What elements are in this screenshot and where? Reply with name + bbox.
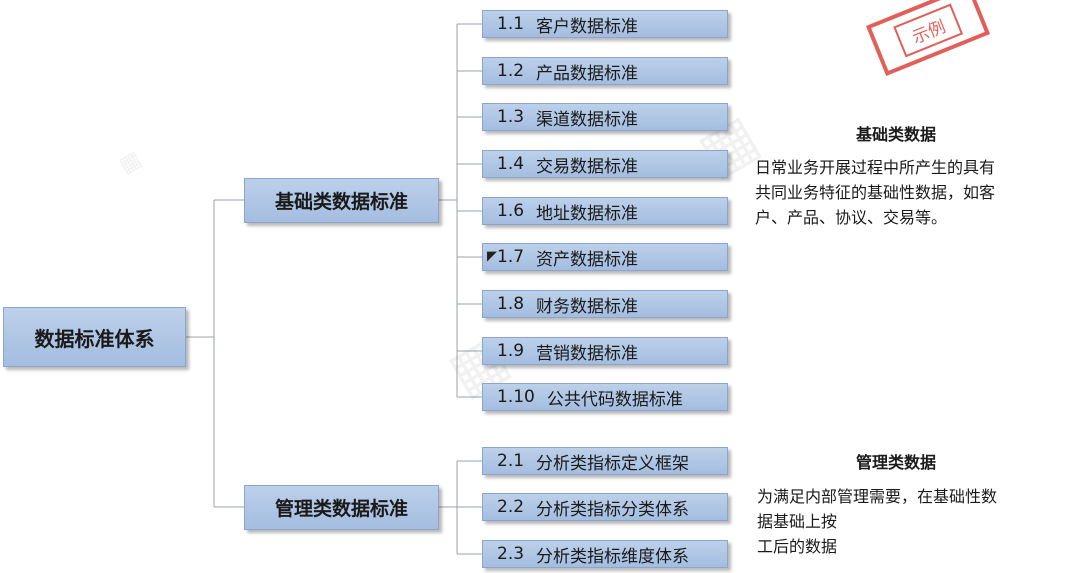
leaf-text: 分析类指标分类体系 [536,499,690,520]
root-node: 数据标准体系 [3,307,186,367]
leaf-text: 资产数据标准 [536,249,639,270]
branch-label: 基础类数据标准 [274,191,408,213]
leaf-text: 客户数据标准 [536,16,639,37]
leaf-node: 1.1 客户数据标准 [482,10,728,38]
branch-node-management: 管理类数据标准 [244,485,439,530]
leaf-text: 分析类指标维度体系 [536,546,690,567]
caption-management: 为满足内部管理需要，在基础性数 据基础上按 工后的数据 [757,484,1067,559]
stamp-label: 示例 [893,3,963,57]
leaf-number: 1.10 [497,387,535,407]
leaf-number: 1.9 [497,341,525,361]
leaf-text: 渠道数据标准 [536,109,639,130]
leaf-node: 1.10 公共代码数据标准 [482,383,728,411]
leaf-number: 1.3 [497,107,525,127]
leaf-text: 分析类指标定义框架 [536,453,690,474]
leaf-node: 1.9 营销数据标准 [482,337,728,365]
leaf-text: 地址数据标准 [536,203,639,224]
caption-basic: 日常业务开展过程中所产生的具有 共同业务特征的基础性数据，如客 户、产品、协议、… [755,155,1065,230]
caption-line: 户、产品、协议、交易等。 [755,208,948,227]
leaf-node: 1.3 渠道数据标准 [482,103,728,131]
leaf-text: 财务数据标准 [536,296,639,317]
leaf-node: 1.6 地址数据标准 [482,197,728,225]
leaf-number: 1.7 [497,247,525,267]
branch-label: 管理类数据标准 [274,498,408,520]
caption-line: 据基础上按 [757,512,838,531]
caption-title-management: 管理类数据 [856,453,937,472]
caption-line: 日常业务开展过程中所产生的具有 [755,158,996,177]
leaf-text: 营销数据标准 [536,343,639,364]
caption-line: 共同业务特征的基础性数据，如客 [755,183,996,202]
leaf-number: 1.2 [497,61,525,81]
leaf-node: 1.7 资产数据标准 [482,243,728,271]
caption-title-basic: 基础类数据 [856,125,937,144]
leaf-node: 1.4 交易数据标准 [482,150,728,178]
leaf-text: 公共代码数据标准 [546,389,683,410]
caption-line: 为满足内部管理需要，在基础性数 [757,487,998,506]
leaf-number: 1.1 [497,14,525,34]
leaf-node: 1.2 产品数据标准 [482,57,728,85]
leaf-node: 2.3 分析类指标维度体系 [482,540,728,568]
leaf-node: 2.2 分析类指标分类体系 [482,493,728,521]
leaf-text: 产品数据标准 [536,63,639,84]
root-label: 数据标准体系 [34,326,155,351]
leaf-number: 1.6 [497,201,525,221]
caption-line: 工后的数据 [757,537,838,556]
leaf-number: 1.8 [497,294,525,314]
leaf-number: 2.2 [497,497,525,517]
mouse-cursor-icon: ◤ [487,249,497,264]
leaf-node: 1.8 财务数据标准 [482,290,728,318]
leaf-number: 2.3 [497,544,525,564]
leaf-text: 交易数据标准 [536,156,639,177]
leaf-node: 2.1 分析类指标定义框架 [482,447,728,475]
leaf-number: 1.4 [497,154,525,174]
branch-node-basic: 基础类数据标准 [244,178,439,223]
leaf-number: 2.1 [497,451,525,471]
